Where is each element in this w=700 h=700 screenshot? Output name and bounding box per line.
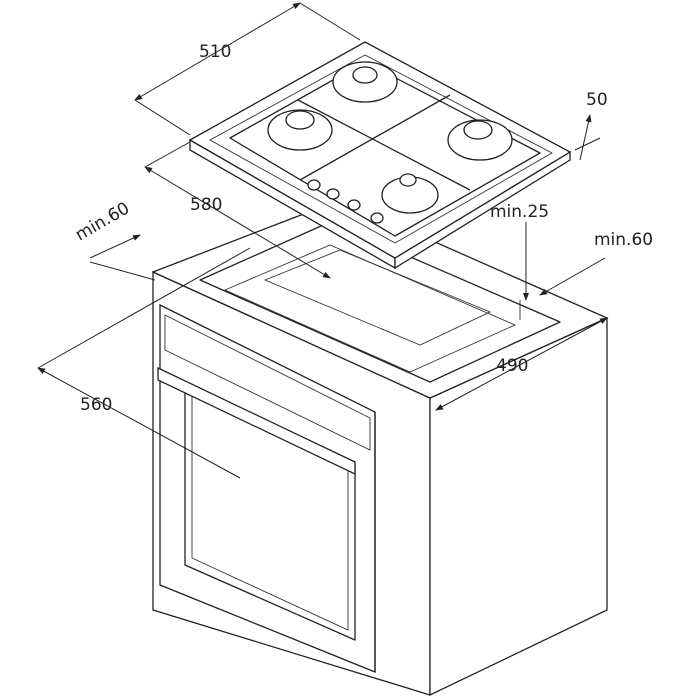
dim-hob-width: 510 [199, 42, 232, 62]
dimension-lines [37, 2, 608, 479]
dim-hob-height: 50 [586, 90, 608, 110]
oven-handle [157, 366, 356, 476]
oven [157, 303, 376, 673]
dim-clearance-top: min.25 [490, 202, 550, 222]
gas-hob [188, 41, 572, 270]
burners [267, 61, 513, 214]
dim-cabinet-width: 560 [80, 395, 113, 415]
dim-hob-depth: 580 [190, 195, 223, 215]
dim-clearance-right: min.60 [594, 230, 654, 250]
dim-cabinet-depth: 490 [496, 356, 529, 376]
